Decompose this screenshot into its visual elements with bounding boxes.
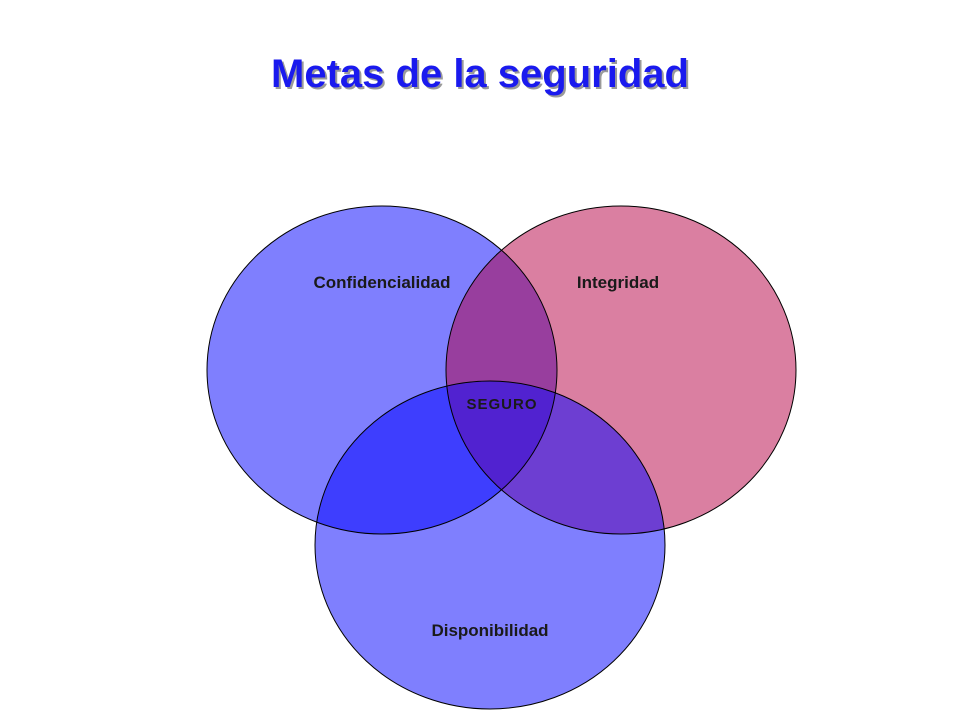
label-confidencialidad: Confidencialidad (314, 273, 451, 292)
label-integridad: Integridad (577, 273, 659, 292)
label-disponibilidad: Disponibilidad (431, 621, 548, 640)
outline-disponibilidad (314, 380, 666, 710)
outline-confidencialidad (206, 205, 558, 535)
outline-integridad (445, 205, 797, 535)
label-seguro: SEGURO (466, 396, 537, 413)
region-integridad-disponibilidad (446, 381, 665, 534)
slide-title: Metas de la seguridad (271, 52, 689, 96)
region-confidencialidad-disponibilidad (315, 381, 557, 534)
